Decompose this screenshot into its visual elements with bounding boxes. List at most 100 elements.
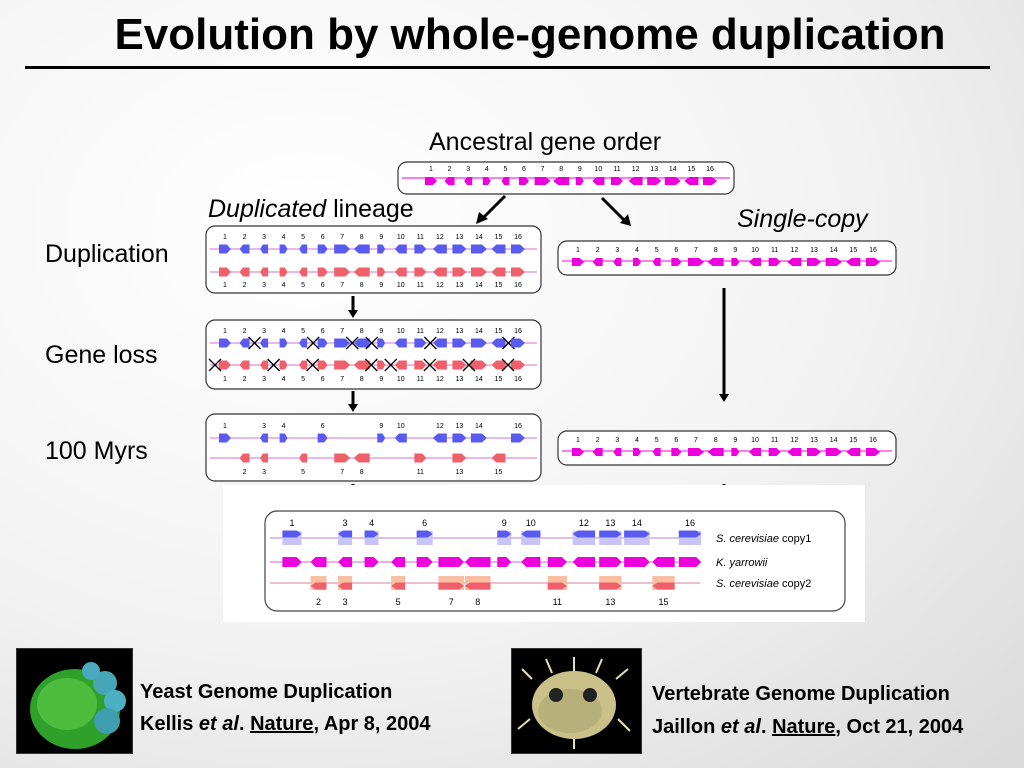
- duplication-copy2-gene-7: [334, 267, 351, 277]
- myrs-copy2-gene-7: [334, 453, 351, 463]
- ancestral-gene-number-13: 13: [650, 166, 658, 173]
- vertebrate-author: Jaillon: [652, 716, 721, 738]
- single-copy-top-gene-16: [866, 258, 880, 266]
- alignment-copy1-gene-6: [416, 530, 433, 538]
- loss-copy2-cross-14: [462, 358, 476, 372]
- duplication-copy2-number-2: 2: [243, 282, 247, 289]
- loss-copy1-gene-1: [219, 338, 231, 348]
- single-copy-bottom-gene-7: [688, 448, 704, 456]
- duplication-copy2-gene-13: [452, 267, 467, 277]
- single-copy-bottom-number-8: 8: [714, 437, 718, 444]
- duplicated-lineage-label: Duplicated lineage: [208, 195, 414, 224]
- alignment-copy2-gene-3: [338, 582, 353, 590]
- single-copy-top-gene-6: [671, 258, 682, 266]
- single-copy-bottom-number-14: 14: [830, 437, 838, 444]
- alignment-kyarrowii-gene-9: [497, 557, 512, 567]
- yeast-date: , Apr 8, 2004: [313, 713, 431, 735]
- single-copy-bottom-number-7: 7: [694, 437, 698, 444]
- loss-copy2-gene-7: [334, 360, 351, 370]
- loss-copy2-gene-9: [377, 360, 386, 370]
- duplication-copy2-number-12: 12: [436, 282, 444, 289]
- single-copy-bottom-number-4: 4: [635, 437, 639, 444]
- duplication-copy2-gene-3: [260, 267, 269, 277]
- loss-copy2-cross-12: [423, 358, 437, 372]
- single-copy-top-number-8: 8: [714, 247, 718, 254]
- duplication-copy2-number-13: 13: [456, 282, 464, 289]
- duplicated-word: Duplicated: [208, 195, 327, 223]
- loss-copy1-number-5: 5: [301, 328, 305, 335]
- myrs-copy1-gene-16: [511, 433, 525, 443]
- alignment-copy1-number-1: 1: [289, 518, 294, 528]
- ancestral-gene-11: [611, 177, 623, 185]
- single-copy-top-gene-13: [807, 258, 821, 266]
- alignment-kyarrowii-gene-5: [391, 557, 406, 567]
- loss-copy1-gene-15: [491, 338, 506, 348]
- loss-copy1-number-7: 7: [340, 328, 344, 335]
- alignment-copy1-number-4: 4: [369, 518, 374, 528]
- alignment-copy1-gene-9: [497, 530, 512, 538]
- ancestral-gene-6: [519, 177, 529, 185]
- loss-copy2-number-10: 10: [397, 376, 405, 383]
- duplication-copy1-gene-14: [470, 244, 487, 254]
- duplication-copy2-number-15: 15: [495, 282, 503, 289]
- single-copy-bottom-number-1: 1: [576, 437, 580, 444]
- yeast-cell-image: [16, 648, 133, 754]
- loss-copy1-number-6: 6: [321, 328, 325, 335]
- loss-copy1-number-9: 9: [379, 328, 383, 335]
- loss-copy1-gene-4: [279, 338, 288, 348]
- duplication-copy2-gene-2: [239, 267, 250, 277]
- vertebrate-date: , Oct 21, 2004: [835, 716, 964, 738]
- arrow-to-single: [600, 196, 626, 222]
- ancestral-gene-4: [482, 177, 491, 185]
- ancestral-gene-number-4: 4: [485, 166, 489, 173]
- alignment-copy1-number-6: 6: [422, 518, 427, 528]
- single-copy-bottom-number-5: 5: [655, 437, 659, 444]
- alignment-copy2-number-13: 13: [605, 597, 615, 607]
- duplication-copy1-gene-16: [511, 244, 525, 254]
- duplication-copy2-gene-14: [470, 267, 487, 277]
- stage-gene-loss-label: Gene loss: [45, 341, 158, 369]
- arrowhead-to-single: [620, 214, 631, 226]
- ancestral-gene-9: [575, 177, 584, 185]
- single-copy-bottom-gene-8: [707, 448, 724, 456]
- alignment-copy1-gene-12: [572, 530, 596, 538]
- myrs-copy2-number-15: 15: [495, 469, 503, 476]
- duplication-copy1-number-13: 13: [456, 234, 464, 241]
- myrs-copy2-number-7: 7: [340, 469, 344, 476]
- alignment-copy2-gene-2: [310, 582, 327, 590]
- alignment-kyarrowii-gene-3: [338, 557, 353, 567]
- duplication-copy1-number-12: 12: [436, 234, 444, 241]
- single-copy-top-number-3: 3: [615, 247, 619, 254]
- single-copy-top-gene-9: [731, 258, 740, 266]
- ancestral-gene-15: [684, 177, 699, 185]
- alignment-copy1-number-14: 14: [632, 518, 642, 528]
- loss-copy1-cross-7: [345, 336, 359, 350]
- ancestral-gene-number-2: 2: [448, 166, 452, 173]
- duplication-copy1-number-6: 6: [321, 234, 325, 241]
- alignment-copy2-gene-8: [464, 582, 491, 590]
- loss-copy1-number-3: 3: [262, 328, 266, 335]
- alignment-kyarrowii-gene-1: [282, 557, 302, 567]
- loss-copy2-number-9: 9: [379, 376, 383, 383]
- myrs-copy2-gene-8: [353, 453, 370, 463]
- duplication-copy2-gene-12: [432, 267, 447, 277]
- loss-copy1-number-10: 10: [397, 328, 405, 335]
- alignment-copy1-number-12: 12: [579, 518, 589, 528]
- ancestral-label: Ancestral gene order: [429, 128, 662, 156]
- lineage-word: lineage: [326, 195, 414, 223]
- loss-copy1-cross-8: [365, 336, 379, 350]
- loss-copy1-cross-5: [306, 336, 320, 350]
- single-copy-bottom-gene-14: [825, 448, 842, 456]
- single-copy-bottom-number-15: 15: [849, 437, 857, 444]
- loss-copy1-number-12: 12: [436, 328, 444, 335]
- single-copy-top-gene-12: [787, 258, 802, 266]
- alignment-kyarrowii-gene-7: [438, 557, 464, 567]
- loss-copy1-gene-3: [260, 338, 269, 348]
- single-copy-top-panel: [557, 240, 897, 276]
- loss-copy1-number-13: 13: [456, 328, 464, 335]
- ancestral-gene-number-8: 8: [559, 166, 563, 173]
- duplication-copy2-number-7: 7: [340, 282, 344, 289]
- duplication-copy1-gene-5: [299, 244, 308, 254]
- duplication-copy1-number-8: 8: [360, 234, 364, 241]
- single-copy-bottom-number-16: 16: [869, 437, 877, 444]
